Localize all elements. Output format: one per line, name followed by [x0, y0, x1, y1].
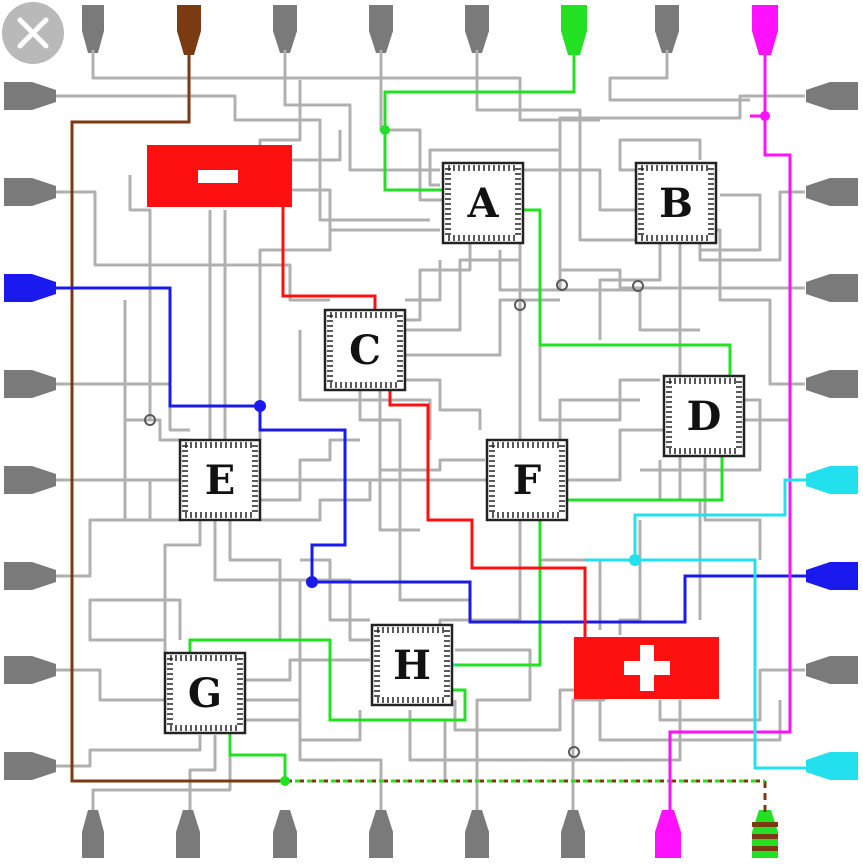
chip-a: A [441, 161, 525, 245]
blue-wires [56, 286, 806, 624]
chip-f: F [485, 438, 569, 522]
bottom-pin-3 [273, 810, 297, 858]
top-pin-3 [273, 5, 297, 53]
chip-d: D [662, 374, 746, 458]
left-pin-7 [4, 656, 56, 684]
chip-label: C [349, 327, 381, 374]
left-pin-3-blue [4, 274, 56, 302]
bottom-pin-2 [176, 810, 200, 858]
chip-e: E [178, 438, 262, 522]
minus-symbol [198, 170, 238, 183]
right-pin-8-cyan [806, 752, 858, 780]
dashed-ground-bus [285, 779, 767, 815]
right-pin-3 [806, 274, 858, 302]
chip-label: D [687, 393, 722, 440]
chip-label: A [466, 180, 499, 227]
top-pin-8-magenta [752, 5, 778, 55]
left-pin-8 [4, 752, 56, 780]
close-icon [17, 17, 49, 49]
chip-label: E [205, 457, 236, 504]
bottom-pin-4 [369, 810, 393, 858]
right-pin-5-cyan [806, 466, 858, 494]
top-pin-5 [465, 5, 489, 53]
brown-wire [70, 55, 285, 783]
close-button[interactable] [2, 2, 64, 64]
left-pin-4 [4, 370, 56, 398]
top-pin-2-brown [177, 5, 201, 55]
bottom-pin-7-magenta [655, 810, 681, 858]
bottom-pin-1 [82, 810, 104, 858]
bottom-pin-5 [465, 810, 489, 858]
chip-label: B [659, 180, 693, 227]
pin-connectors [4, 5, 858, 858]
chip-label: F [513, 457, 541, 504]
left-pin-2 [4, 178, 56, 206]
top-pin-1 [82, 5, 104, 53]
right-pin-6-blue [806, 562, 858, 590]
right-pin-4 [806, 370, 858, 398]
bottom-pin-8-striped [752, 810, 778, 858]
chip-b: B [634, 161, 718, 245]
chip-h: H [370, 623, 454, 707]
left-pin-5 [4, 466, 56, 494]
chip-label: G [188, 670, 222, 717]
bottom-pin-6 [561, 810, 585, 858]
right-pin-1 [806, 82, 858, 110]
top-pin-7 [655, 5, 679, 53]
chip-label: H [393, 642, 431, 689]
top-pin-6-green [561, 5, 587, 55]
left-pin-1 [4, 82, 56, 110]
gray-wires [56, 50, 805, 810]
chip-c: C [323, 308, 407, 392]
chips-layer: A B C D E F G H [163, 161, 746, 735]
left-pin-6 [4, 562, 56, 590]
right-pin-2 [806, 178, 858, 206]
cyan-wires [440, 478, 806, 770]
right-pin-7 [806, 656, 858, 684]
junction-dots [144, 111, 770, 786]
top-pin-4 [369, 5, 393, 53]
positive-terminal [574, 637, 719, 699]
plus-symbol [640, 645, 654, 691]
negative-terminal [147, 145, 292, 207]
chip-g: G [163, 651, 247, 735]
